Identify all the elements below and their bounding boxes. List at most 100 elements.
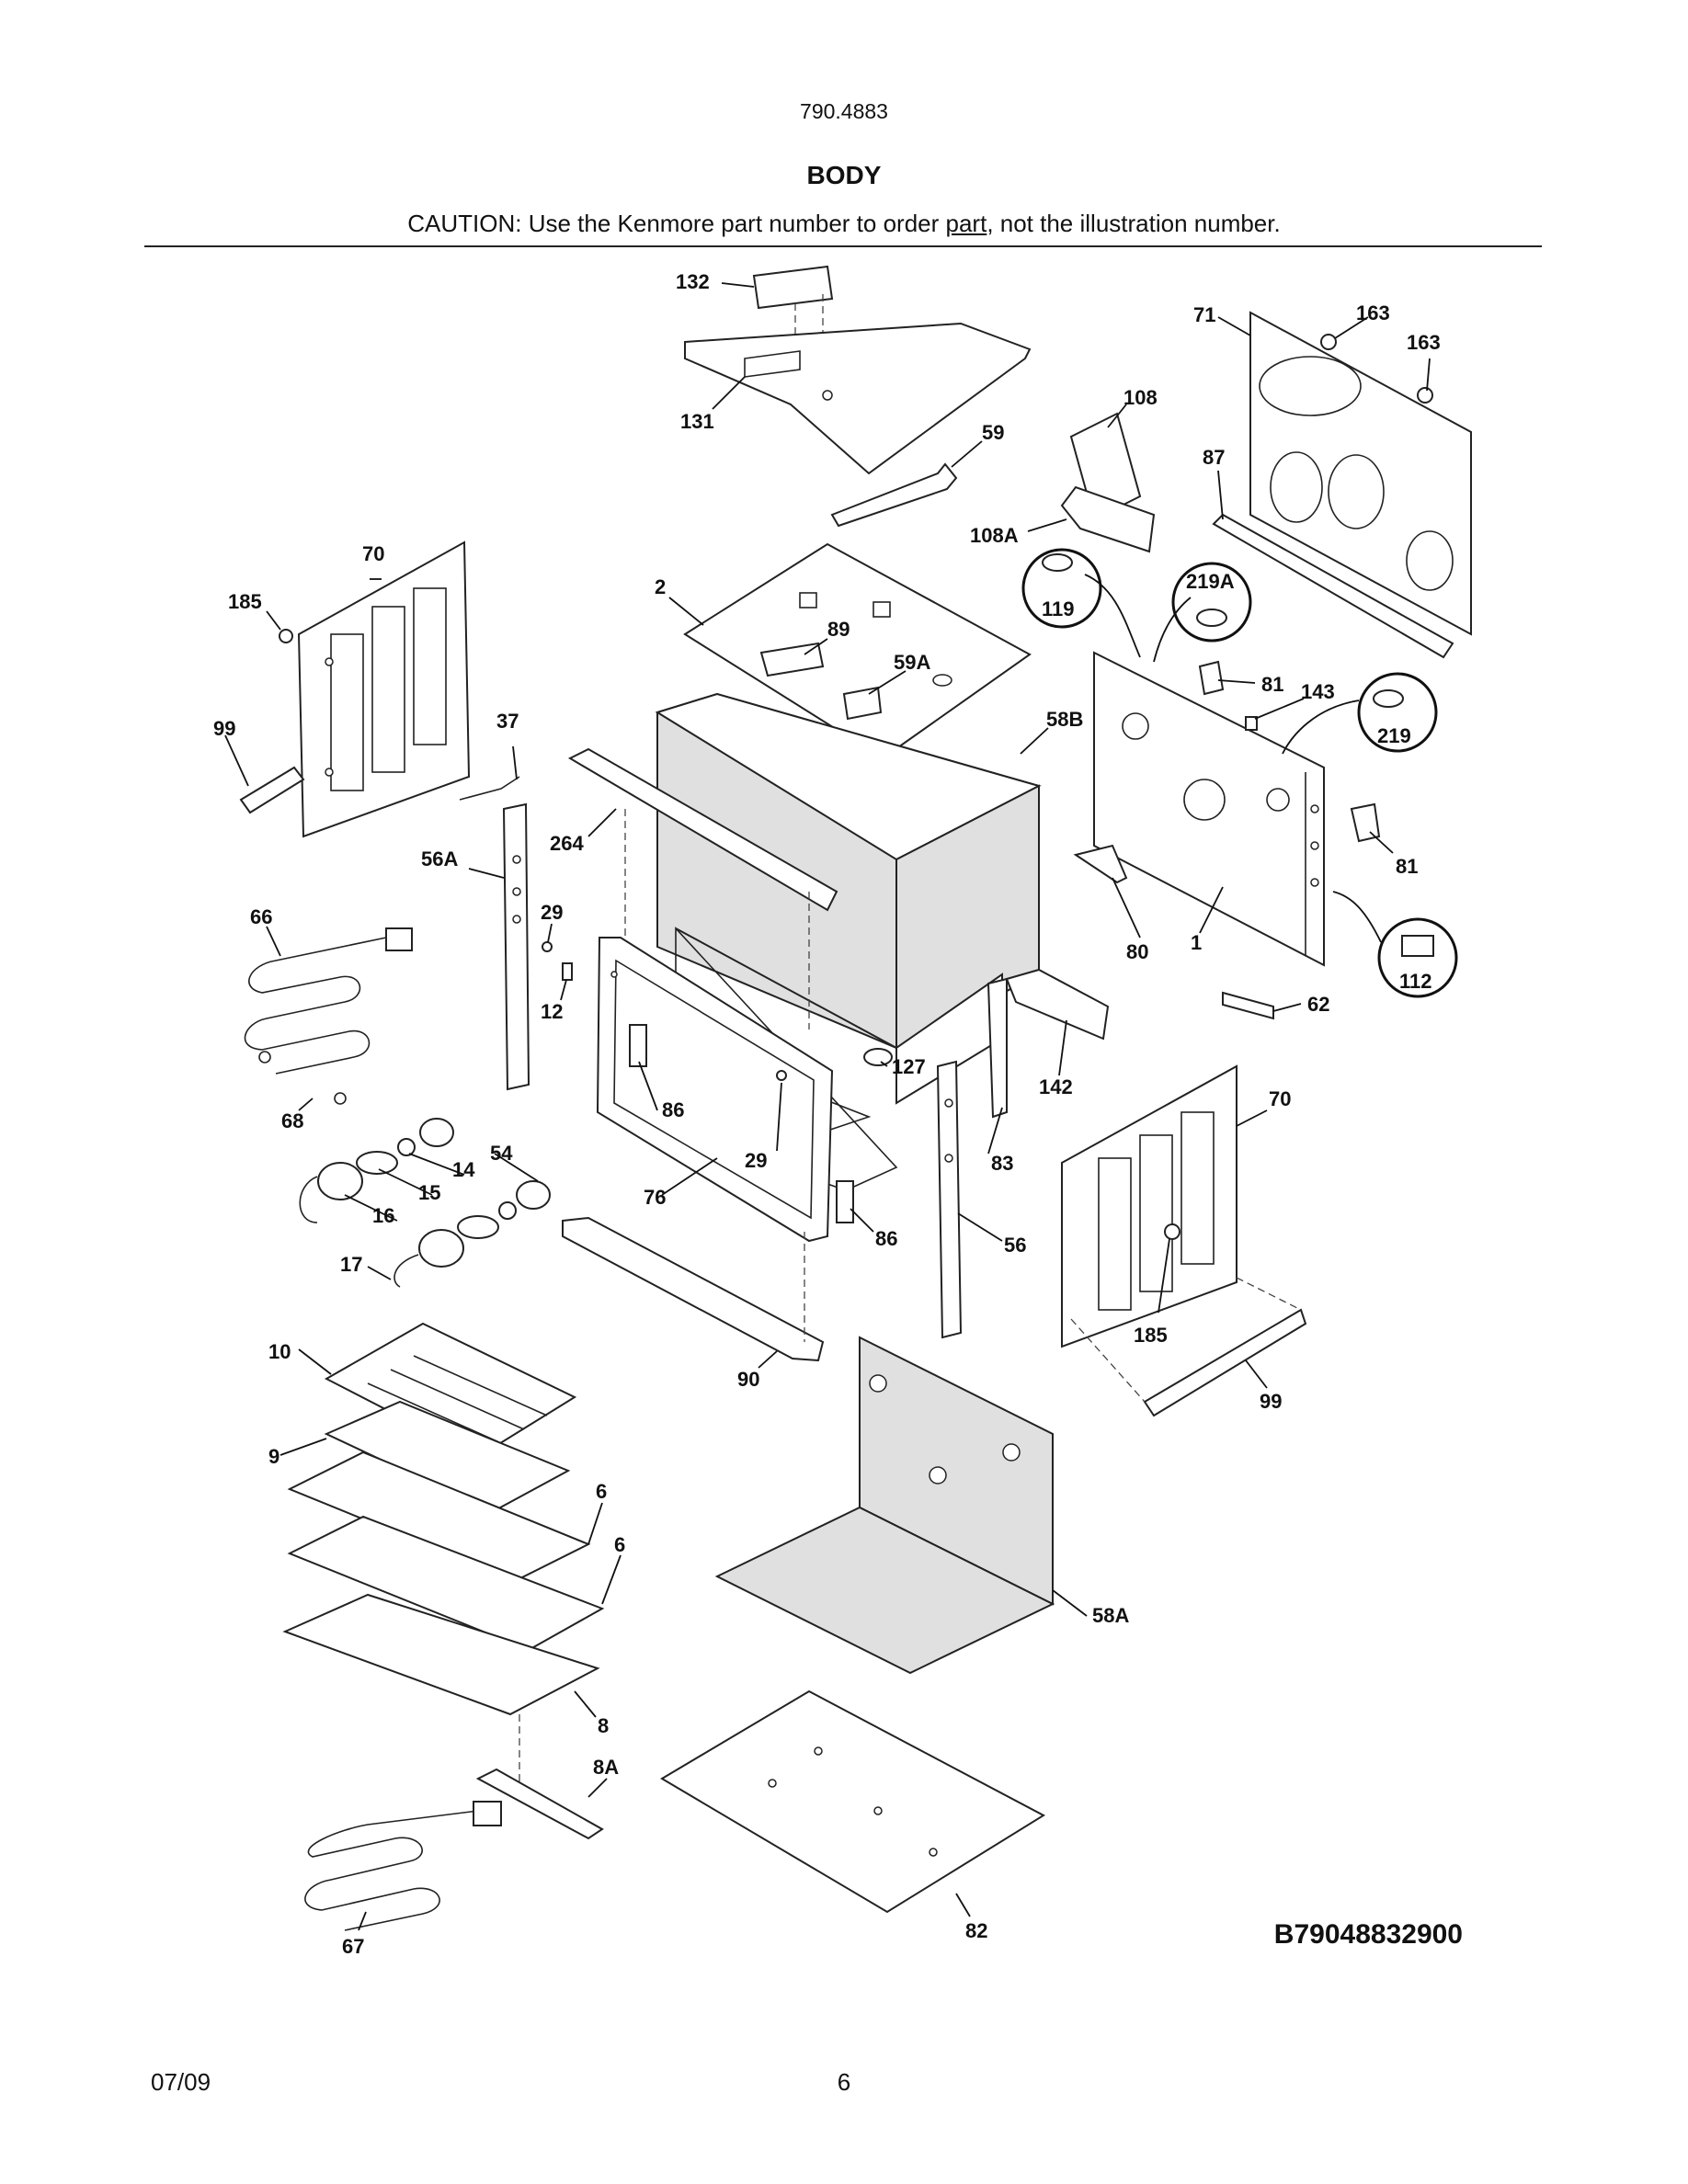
callout-14: 14 (452, 1158, 475, 1181)
callout-143: 143 (1301, 680, 1335, 703)
callout-127: 127 (892, 1055, 926, 1078)
callout-108: 108 (1123, 386, 1158, 409)
part-82-bottom-pan (660, 1689, 1046, 1914)
callout-264: 264 (550, 832, 584, 855)
callout-70-left: 70 (362, 542, 384, 565)
detail-219-thermostat (1357, 672, 1438, 753)
part-67-bake-element (304, 1801, 502, 1931)
callout-82: 82 (965, 1919, 987, 1942)
model-number: 790.4883 (800, 99, 888, 123)
part-8-drip-tray (282, 1593, 600, 1716)
callout-219: 219 (1377, 724, 1411, 747)
part-56-right-channel (936, 1060, 963, 1339)
callout-80: 80 (1126, 940, 1148, 963)
part-80-bracket (1073, 844, 1128, 884)
leader-lines (224, 282, 1431, 1931)
callout-6-upper: 6 (596, 1480, 607, 1503)
callout-8A: 8A (593, 1756, 619, 1779)
detail-119-thermostat (1021, 548, 1102, 629)
callout-71: 71 (1193, 303, 1215, 326)
part-2-oven-top (683, 542, 1032, 760)
part-99-left-slide (239, 766, 305, 814)
part-54-light-socket (419, 1118, 551, 1210)
callout-10: 10 (268, 1340, 291, 1363)
callout-1: 1 (1191, 931, 1202, 954)
callout-12: 12 (541, 1000, 563, 1023)
part-17-wire-harness (299, 1176, 419, 1288)
callout-58A: 58A (1092, 1604, 1129, 1627)
callout-8: 8 (598, 1714, 609, 1737)
part-29-screw-left (542, 941, 553, 952)
part-15-bulb (356, 1151, 499, 1239)
callout-76: 76 (644, 1186, 666, 1209)
callout-108A: 108A (970, 524, 1019, 547)
callout-163-right: 163 (1407, 331, 1441, 354)
callout-89: 89 (827, 618, 850, 641)
callout-112: 112 (1399, 970, 1432, 993)
part-142-trim (1005, 968, 1110, 1041)
part-131-top-panel (684, 322, 1032, 475)
part-12-pin (562, 962, 573, 981)
callout-86-left: 86 (662, 1098, 684, 1121)
part-81-clip-lower (1350, 802, 1381, 843)
part-59A-bracket (842, 686, 883, 721)
part-59-tube (830, 462, 958, 528)
callout-87: 87 (1203, 446, 1225, 469)
callout-9: 9 (268, 1445, 279, 1468)
callout-29-door: 29 (745, 1149, 767, 1172)
caution-prefix: CAUTION: Use the Kenmore part number to … (407, 210, 946, 237)
callout-54: 54 (490, 1142, 513, 1165)
callout-16: 16 (372, 1204, 394, 1227)
callout-56: 56 (1004, 1234, 1026, 1257)
part-163-grommet-right (1417, 387, 1433, 404)
part-6-oven-rack-lower (287, 1515, 605, 1652)
part-163-grommet-left (1320, 334, 1337, 350)
part-56A-left-channel (502, 802, 530, 1091)
callout-119: 119 (1042, 597, 1075, 620)
part-71-rear-panel (1249, 311, 1472, 636)
callout-17: 17 (340, 1253, 362, 1276)
callout-59A: 59A (894, 651, 930, 674)
part-70-left-side-panel (297, 540, 471, 838)
footer-date: 07/09 (151, 2068, 211, 2096)
part-8A-tray-bracket (475, 1768, 604, 1840)
exploded-parts-diagram: 132 131 59 2 89 59A 58B 264 37 70 185 99… (213, 265, 1472, 1958)
caution-suffix: , not the illustration number. (987, 210, 1281, 237)
callout-58B: 58B (1046, 708, 1083, 731)
part-76-door-frame (596, 937, 834, 1243)
part-86-hinge-right (836, 1180, 854, 1223)
part-16-lens-cover (317, 1162, 464, 1268)
detail-219A-thermostat (1171, 562, 1252, 643)
callout-15: 15 (418, 1181, 440, 1204)
callout-219A: 219A (1186, 570, 1235, 593)
part-264-rail (567, 747, 838, 912)
part-70-right-side-panel (1061, 1064, 1237, 1348)
callout-29-left: 29 (541, 901, 563, 924)
part-108A-blower-bracket (1060, 485, 1156, 553)
part-14-lens-ring (397, 1138, 517, 1220)
footer-page-number: 6 (837, 2068, 851, 2096)
part-99-right-slide (1143, 1308, 1307, 1417)
callout-2: 2 (655, 575, 666, 598)
part-127-sensor (863, 1048, 893, 1066)
callout-62: 62 (1307, 993, 1329, 1016)
caution-note: CAUTION: Use the Kenmore part number to … (0, 210, 1688, 238)
part-58A-bottom-insulation (714, 1336, 1055, 1675)
callout-83: 83 (991, 1152, 1013, 1175)
part-83-right-channel (987, 977, 1008, 1119)
callout-81-lower: 81 (1396, 855, 1418, 878)
part-66-broil-element (244, 927, 413, 1075)
callout-163-left: 163 (1356, 301, 1390, 324)
callout-185-left: 185 (228, 590, 262, 613)
part-90-bottom-trim (562, 1216, 825, 1362)
callout-66: 66 (250, 905, 272, 928)
callout-37: 37 (496, 710, 519, 733)
callout-99-right: 99 (1260, 1390, 1282, 1413)
part-86-hinge-left (629, 1024, 647, 1067)
part-87-lower-bracket (1212, 513, 1454, 659)
callout-56A: 56A (421, 847, 458, 870)
callout-131: 131 (680, 410, 714, 433)
part-1-rear-bulkhead (1093, 651, 1325, 967)
part-37-wire (459, 776, 520, 801)
part-132-cover-plate (752, 265, 834, 310)
